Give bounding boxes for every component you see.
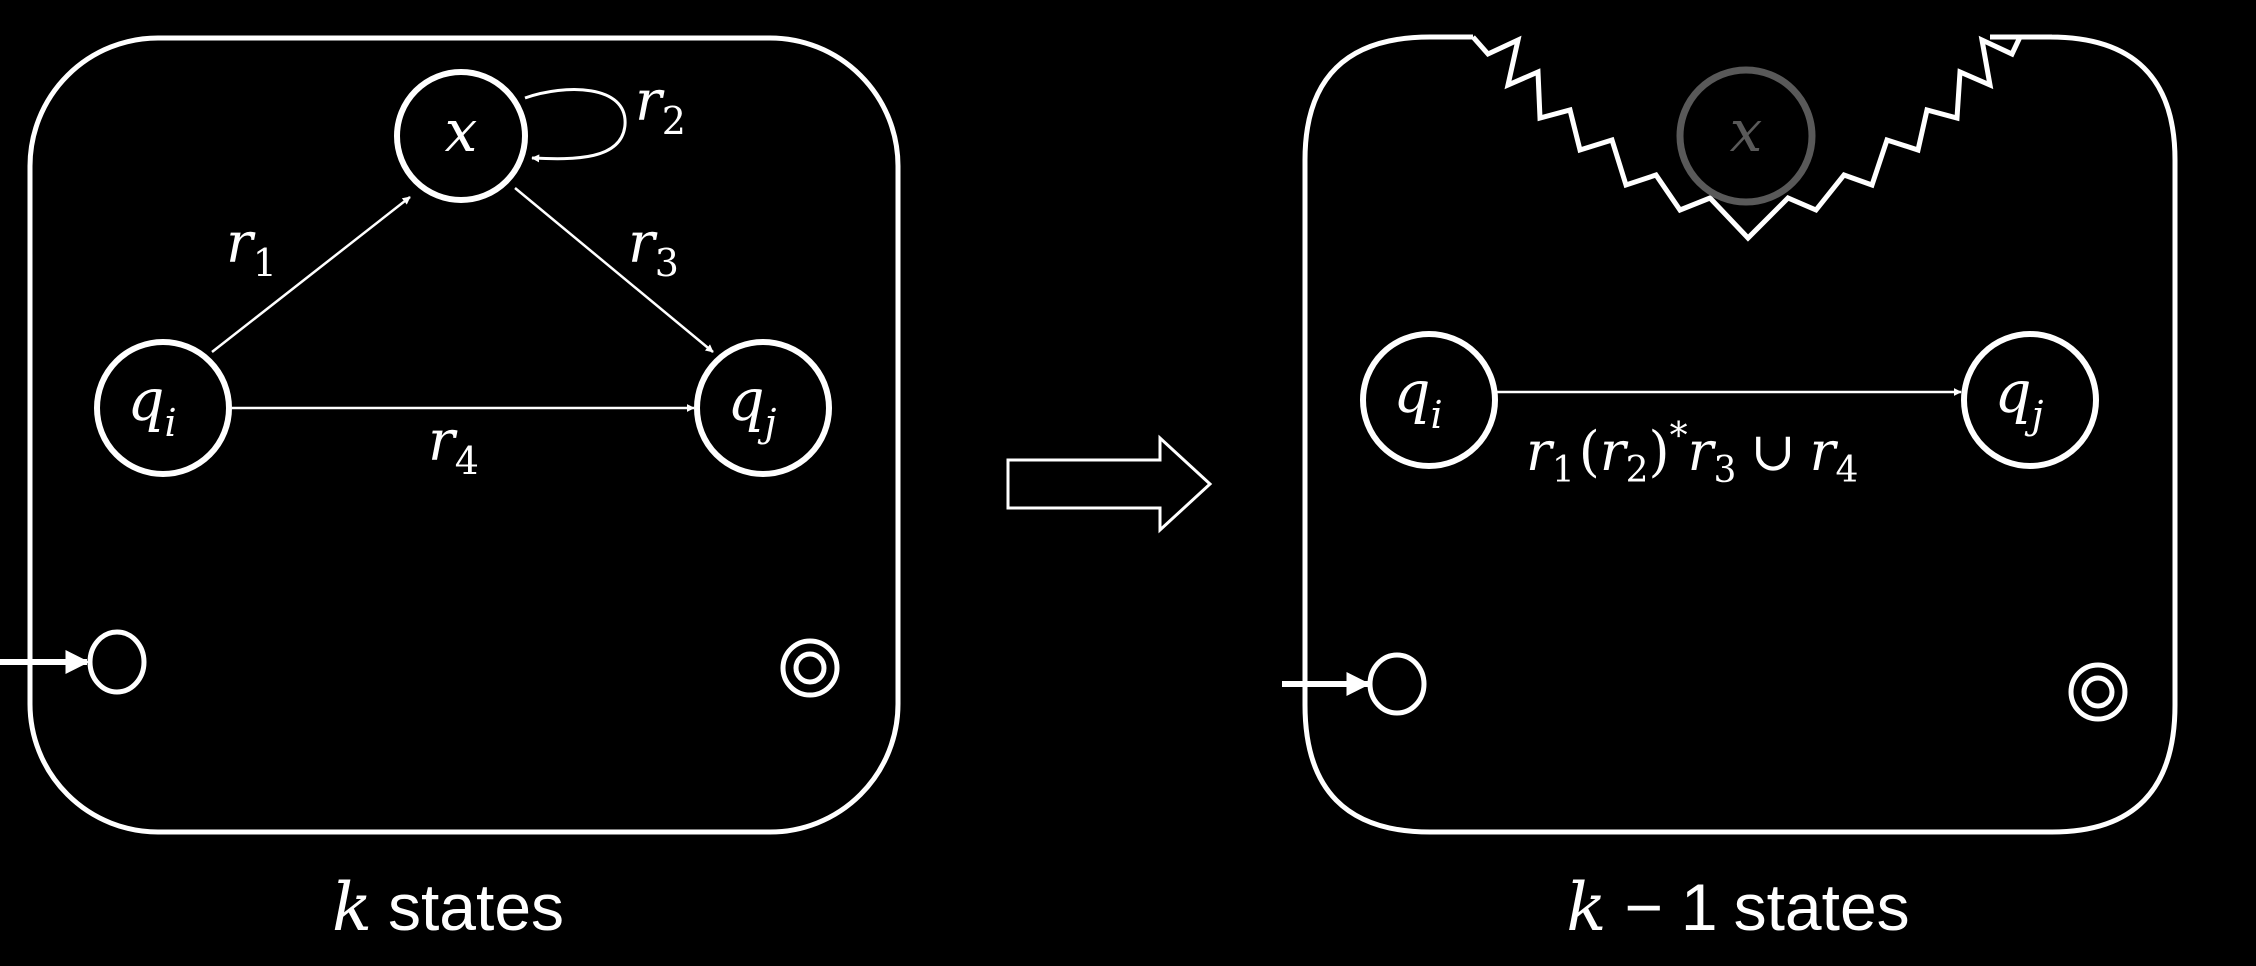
transform-arrow xyxy=(1006,434,1213,534)
start-state-right xyxy=(1367,652,1427,716)
state-x-label: x xyxy=(445,97,478,165)
start-state-left xyxy=(87,629,147,695)
state-qj-label: qj xyxy=(728,366,777,445)
left-machine-boundary xyxy=(27,35,901,835)
label-r2: r2 xyxy=(635,69,686,143)
state-qi xyxy=(94,339,232,477)
label-r1: r1 xyxy=(226,211,277,285)
right-machine-boundary xyxy=(1302,34,2178,835)
transition-qi-to-x xyxy=(211,196,411,353)
combined-label: r1(r2)*r3∪r4 xyxy=(1526,416,1858,491)
label-r4: r4 xyxy=(428,409,479,483)
state-qj-right xyxy=(1961,331,2099,469)
label-r3: r3 xyxy=(628,211,679,285)
state-qi-label: qi xyxy=(127,366,176,445)
state-qi-right xyxy=(1360,331,1498,469)
removed-state-x xyxy=(1676,66,1816,206)
accept-state-left-inner xyxy=(793,651,827,685)
self-loop-x xyxy=(524,88,627,163)
state-qj-right-label: qj xyxy=(1995,358,2044,437)
state-qj xyxy=(694,339,832,477)
state-qi-right-label: qi xyxy=(1393,358,1442,437)
state-x xyxy=(394,69,528,203)
accept-state-right-inner xyxy=(2081,675,2115,709)
accept-state-right-outer xyxy=(2068,662,2128,722)
accept-state-left-outer xyxy=(780,638,840,698)
transition-x-to-qj xyxy=(514,187,714,353)
removed-state-x-label: x xyxy=(1730,97,1763,165)
